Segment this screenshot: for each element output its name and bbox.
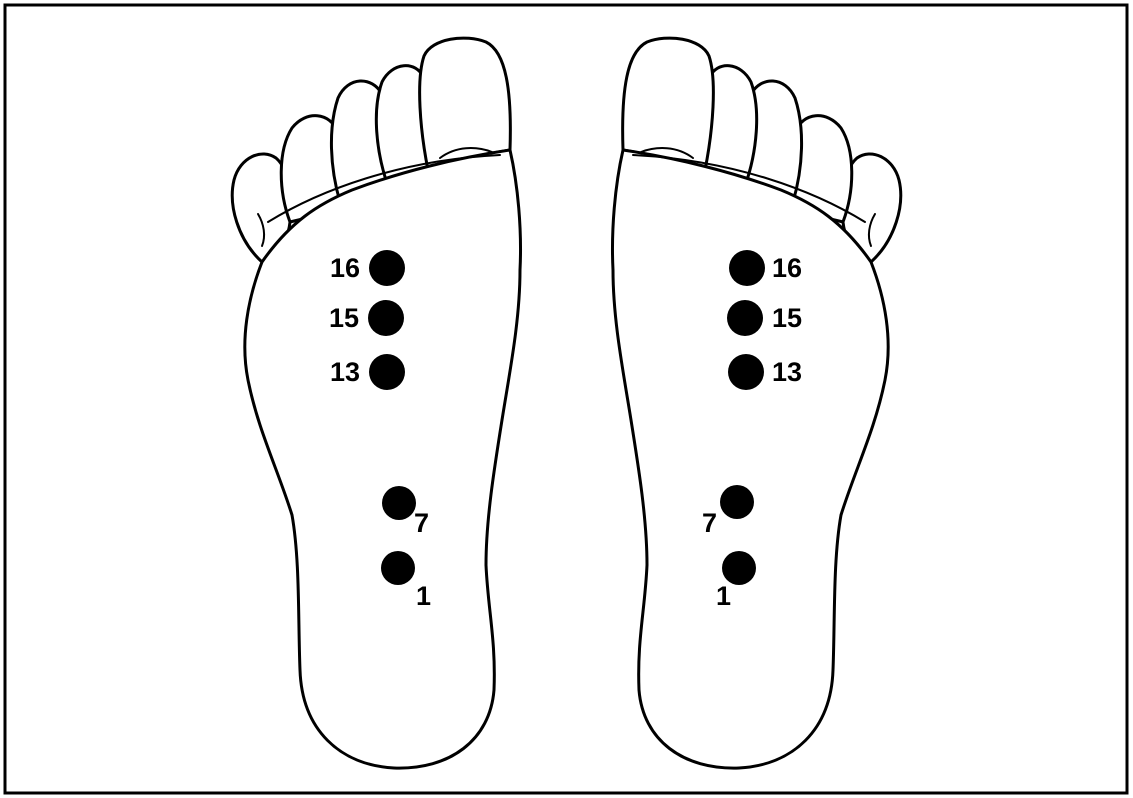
left-point-16-label: 16: [330, 253, 360, 283]
left-point-15-dot: [368, 300, 404, 336]
left-point-15-label: 15: [329, 303, 359, 333]
left-point-13-dot: [369, 354, 405, 390]
right-point-7-label: 7: [702, 508, 717, 538]
left-sole-outline: [245, 150, 521, 768]
right-point-15-label: 15: [772, 303, 802, 333]
right-point-13-label: 13: [772, 357, 802, 387]
left-point-16-dot: [369, 250, 405, 286]
left-point-1-dot: [381, 551, 415, 585]
left-point-13-label: 13: [330, 357, 360, 387]
right-foot-sole: [612, 38, 900, 768]
left-toe-1: [420, 38, 511, 170]
left-foot-sole: [232, 38, 520, 768]
right-point-1-label: 1: [716, 581, 731, 611]
right-point-1-dot: [722, 551, 756, 585]
left-point-1-label: 1: [416, 581, 431, 611]
right-sole-outline: [612, 150, 888, 768]
right-point-7-dot: [720, 485, 754, 519]
right-toe-1: [623, 38, 714, 170]
right-point-13-dot: [728, 354, 764, 390]
right-point-15-dot: [727, 300, 763, 336]
diagram-frame: [5, 5, 1127, 793]
right-point-16-label: 16: [772, 253, 802, 283]
right-point-16-dot: [729, 250, 765, 286]
left-point-7-label: 7: [414, 508, 429, 538]
left-point-7-dot: [382, 486, 416, 520]
